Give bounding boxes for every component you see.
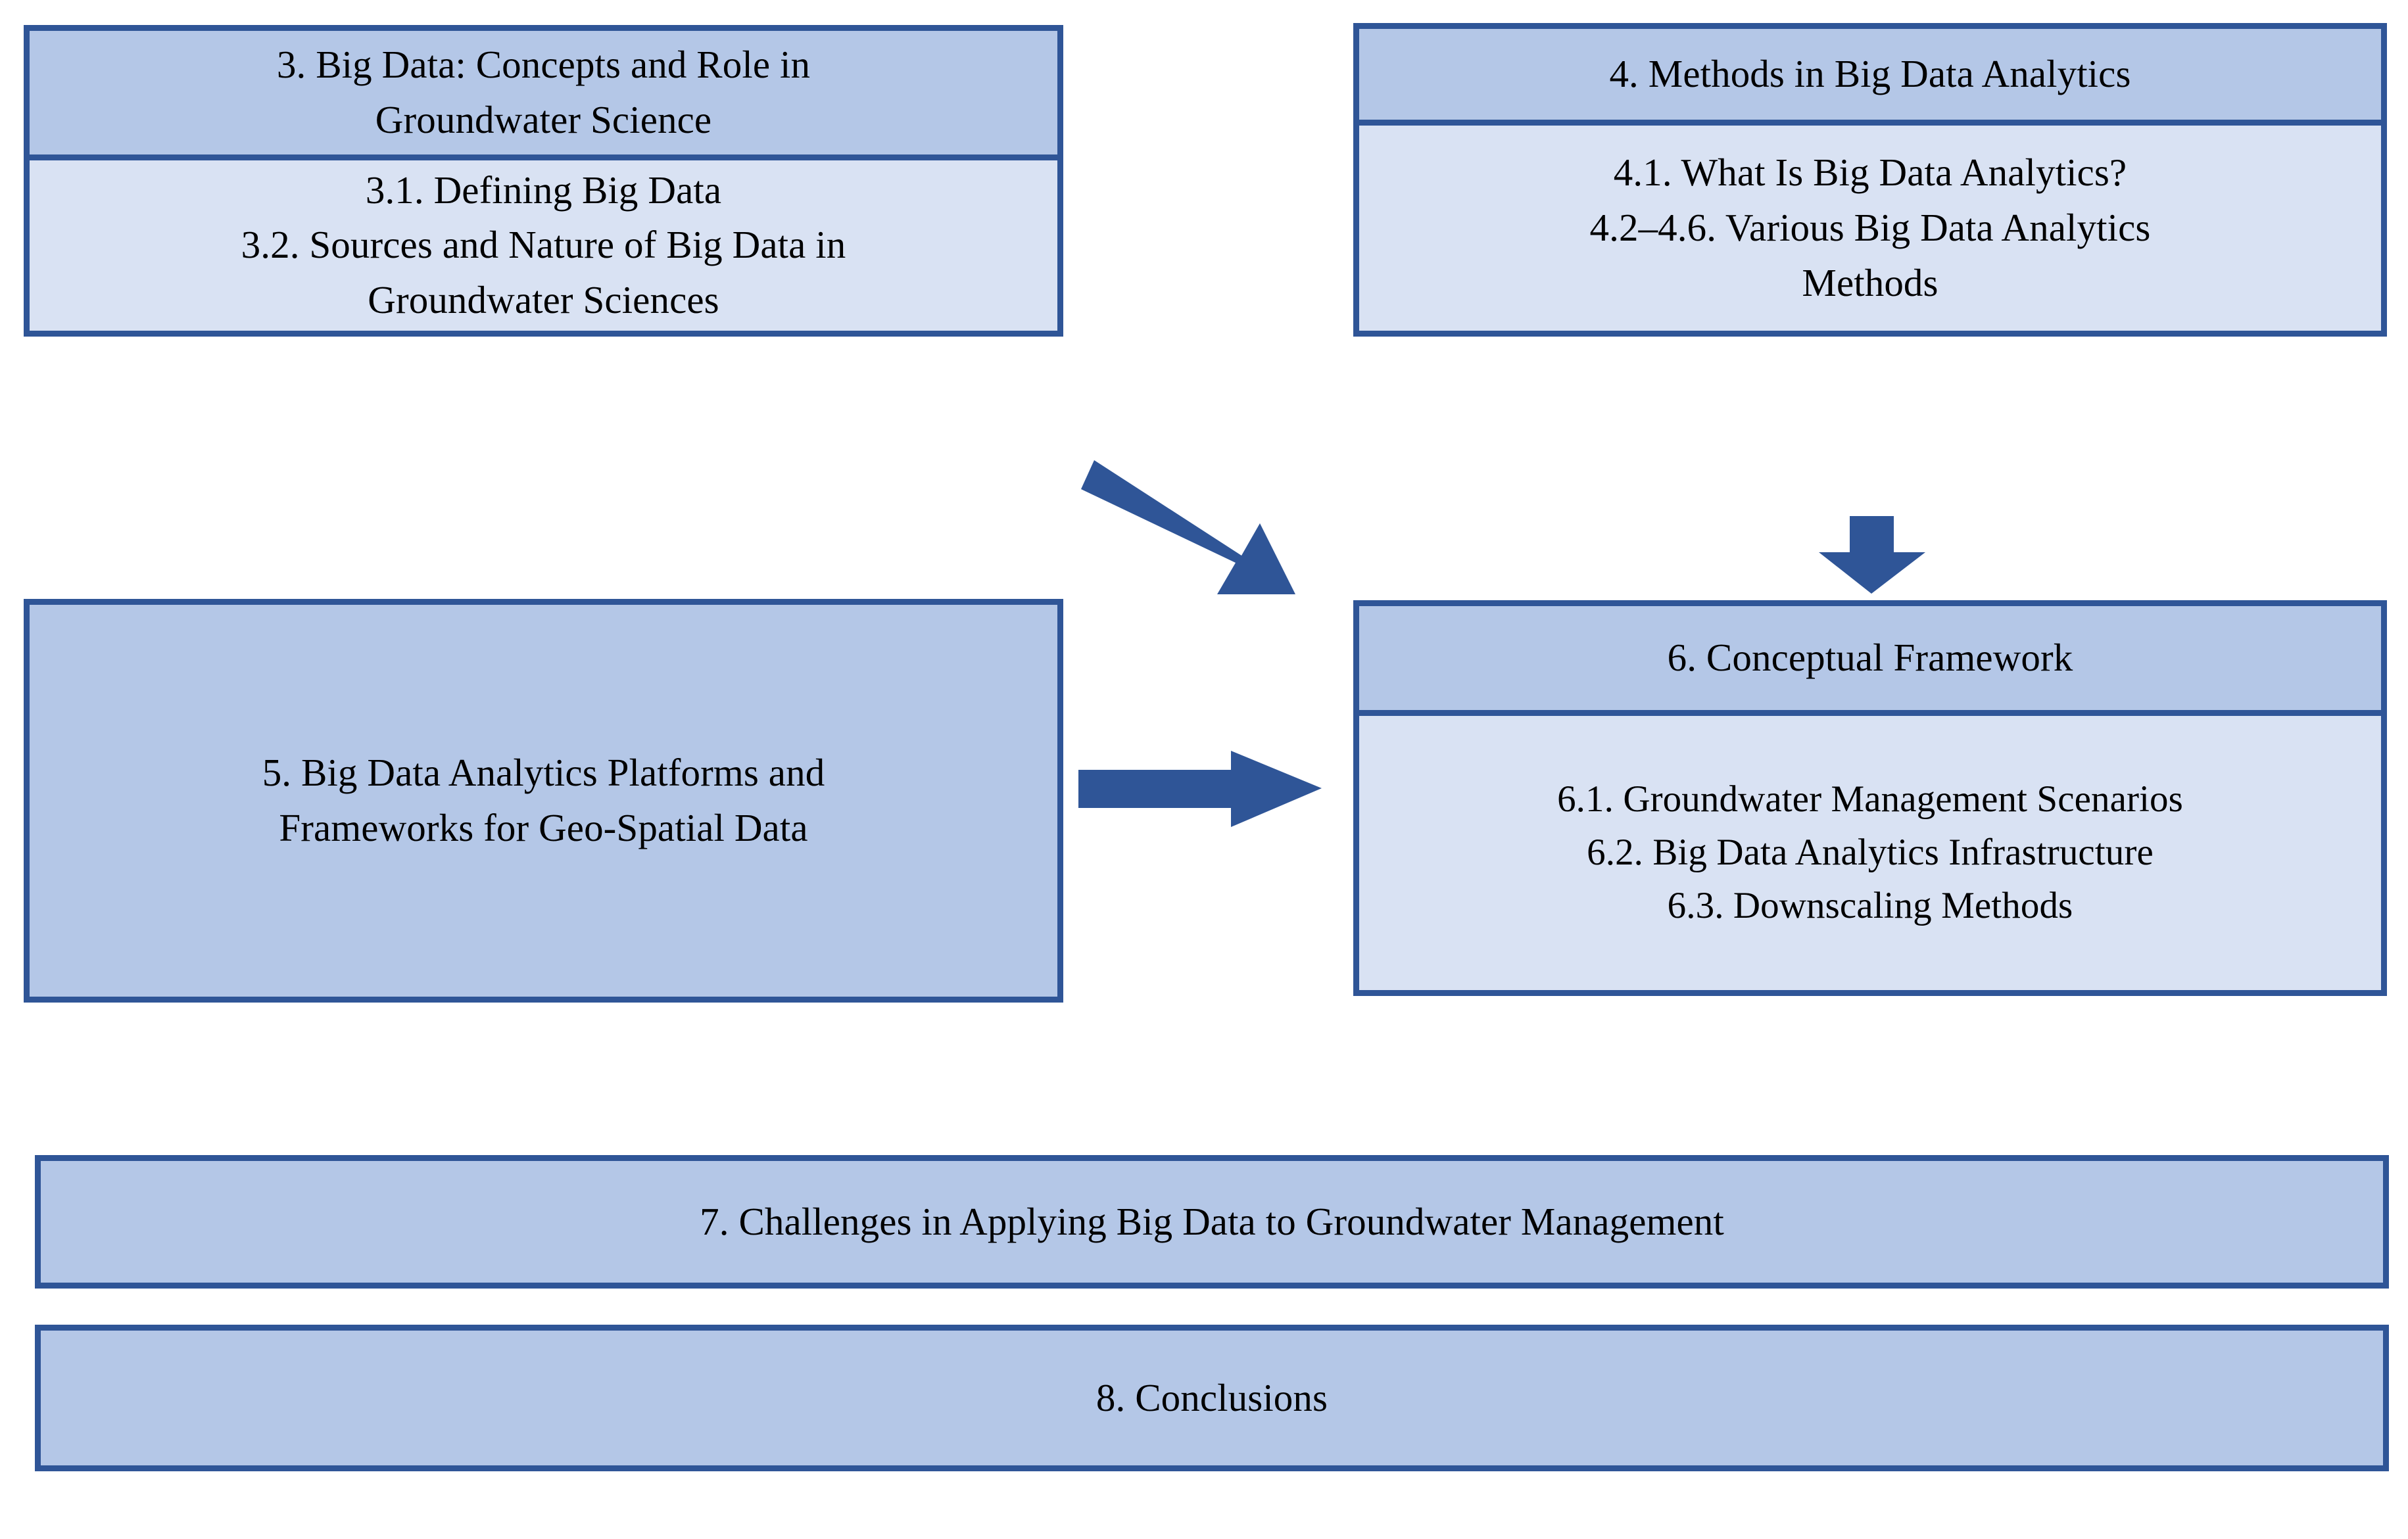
node-4-header: 4. Methods in Big Data Analytics — [1359, 29, 2381, 120]
node-6-header: 6. Conceptual Framework — [1359, 606, 2381, 710]
node-3-body-text: 3.1. Defining Big Data 3.2. Sources and … — [241, 168, 846, 322]
node-8-header-text: 8. Conclusions — [1096, 1375, 1328, 1419]
node-4-body: 4.1. What Is Big Data Analytics? 4.2–4.6… — [1359, 120, 2381, 331]
node-5-header-text: 5. Big Data Analytics Platforms and Fram… — [262, 751, 825, 849]
node-4-header-text: 4. Methods in Big Data Analytics — [1609, 52, 2131, 96]
node-methods-big-data-analytics[interactable]: 4. Methods in Big Data Analytics 4.1. Wh… — [1353, 23, 2387, 337]
node-3-header: 3. Big Data: Concepts and Role in Ground… — [30, 31, 1057, 154]
down-arrow-icon — [1819, 516, 1925, 594]
node-7-header-text: 7. Challenges in Applying Big Data to Gr… — [700, 1199, 1724, 1243]
node-conceptual-framework[interactable]: 6. Conceptual Framework 6.1. Groundwater… — [1353, 600, 2387, 996]
node-5-header: 5. Big Data Analytics Platforms and Fram… — [30, 605, 1057, 997]
node-8-header: 8. Conclusions — [41, 1331, 2383, 1465]
node-4-body-text: 4.1. What Is Big Data Analytics? 4.2–4.6… — [1589, 151, 2151, 304]
node-conclusions[interactable]: 8. Conclusions — [35, 1325, 2389, 1471]
right-arrow-icon — [1078, 751, 1322, 827]
node-3-header-text: 3. Big Data: Concepts and Role in Ground… — [276, 43, 811, 141]
node-platforms-frameworks[interactable]: 5. Big Data Analytics Platforms and Fram… — [24, 599, 1063, 1003]
node-challenges[interactable]: 7. Challenges in Applying Big Data to Gr… — [35, 1155, 2389, 1289]
diagonal-arrow-icon — [1081, 460, 1295, 594]
node-big-data-concepts[interactable]: 3. Big Data: Concepts and Role in Ground… — [24, 25, 1063, 337]
node-6-body-text: 6.1. Groundwater Management Scenarios 6.… — [1557, 778, 2183, 926]
node-3-body: 3.1. Defining Big Data 3.2. Sources and … — [30, 154, 1057, 331]
node-6-header-text: 6. Conceptual Framework — [1667, 636, 2073, 680]
node-6-body: 6.1. Groundwater Management Scenarios 6.… — [1359, 710, 2381, 990]
node-7-header: 7. Challenges in Applying Big Data to Gr… — [41, 1161, 2383, 1283]
